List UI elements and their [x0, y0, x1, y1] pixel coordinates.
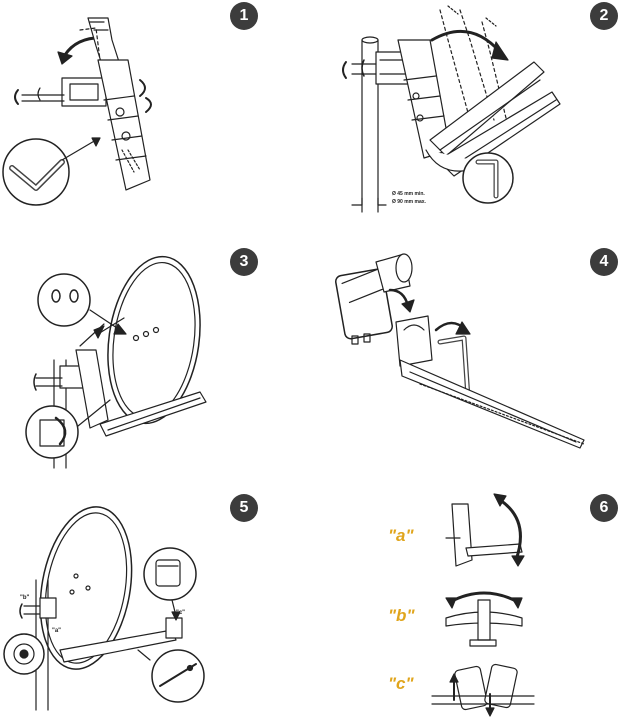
step-5-illustration [3, 506, 205, 711]
step-3-badge: 3 [230, 248, 258, 276]
step-4-badge: 4 [590, 248, 618, 276]
step-6-badge: 6 [590, 494, 618, 522]
step5-label-a: "a" [52, 628, 62, 634]
step-2-badge: 2 [590, 2, 618, 30]
step-1-badge: 1 [230, 2, 258, 30]
step-5-badge: 5 [230, 494, 258, 522]
step-3-illustration [25, 255, 207, 469]
pole-diameter-max: Ø 90 mm max. [392, 199, 426, 205]
pole-diameter-min: Ø 45 mm min. [392, 191, 425, 197]
step6-label-b: "b" [388, 606, 415, 625]
step6-label-a: "a" [388, 526, 414, 545]
step5-label-b: "b" [20, 595, 30, 601]
step6-label-c: "c" [388, 674, 414, 693]
step-4-illustration [335, 253, 585, 449]
step-1-illustration [2, 17, 152, 206]
step-6-illustration [431, 493, 535, 717]
step5-label-c: "c" [176, 610, 186, 616]
step-2-illustration [342, 5, 561, 213]
